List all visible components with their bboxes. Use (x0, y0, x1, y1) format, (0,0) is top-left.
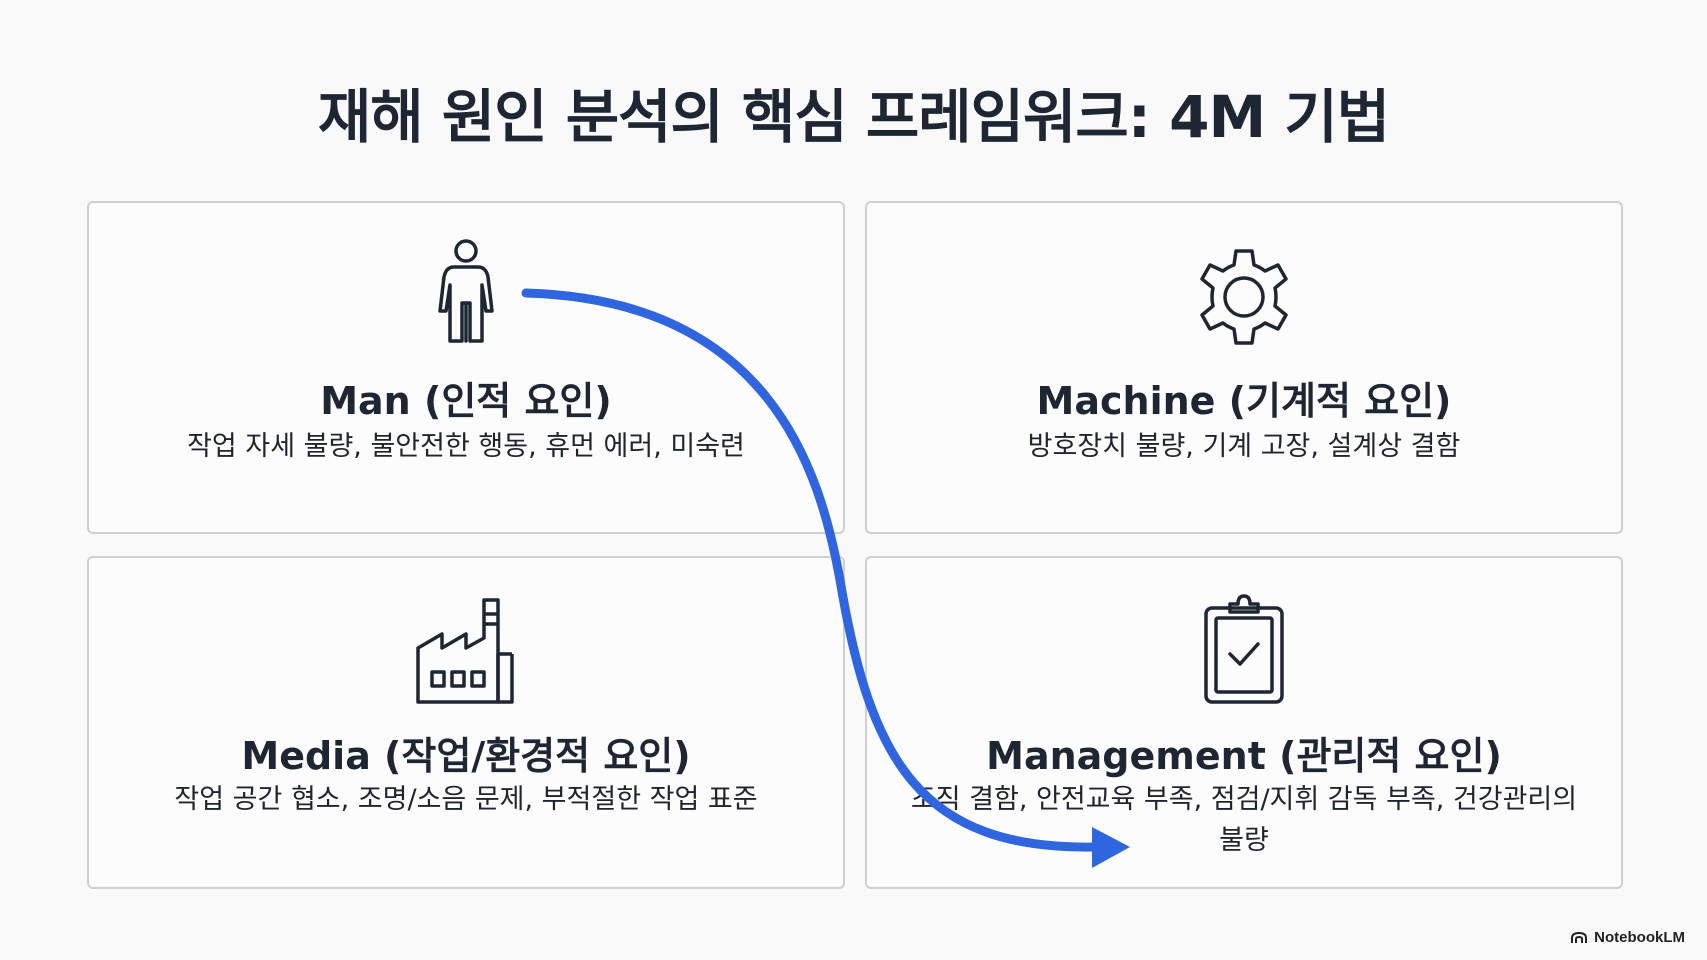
media-title: Media (작업/환경적 요인) (241, 734, 691, 778)
machine-card: Machine (기계적 요인) 방호장치 불량, 기계 고장, 설계상 결함 (865, 201, 1623, 534)
factory-icon (89, 594, 843, 706)
media-card: Media (작업/환경적 요인) 작업 공간 협소, 조명/소음 문제, 부적… (87, 556, 845, 889)
notebooklm-logo-icon (1571, 931, 1588, 943)
management-title: Management (관리적 요인) (986, 734, 1502, 778)
notebooklm-watermark: NotebookLM (1570, 929, 1685, 946)
page-title: 재해 원인 분석의 핵심 프레임워크: 4M 기법 (317, 83, 1390, 151)
man-card: Man (인적 요인) 작업 자세 불량, 불안전한 행동, 휴먼 에러, 미숙… (87, 201, 845, 534)
watermark-text: NotebookLM (1594, 929, 1685, 946)
man-title: Man (인적 요인) (320, 379, 612, 423)
man-description: 작업 자세 불량, 불안전한 행동, 휴먼 에러, 미숙련 (187, 431, 745, 462)
gear-icon (867, 245, 1621, 349)
management-description: 조직 결함, 안전교육 부족, 점검/지휘 감독 부족, 건강관리의 불량 (910, 784, 1578, 856)
machine-description: 방호장치 불량, 기계 고장, 설계상 결함 (1027, 431, 1461, 462)
clipboard-check-icon (867, 594, 1621, 706)
management-card: Management (관리적 요인) 조직 결함, 안전교육 부족, 점검/지… (865, 556, 1623, 889)
person-icon (89, 237, 843, 345)
media-description: 작업 공간 협소, 조명/소음 문제, 부적절한 작업 표준 (174, 784, 758, 815)
machine-title: Machine (기계적 요인) (1036, 379, 1452, 423)
